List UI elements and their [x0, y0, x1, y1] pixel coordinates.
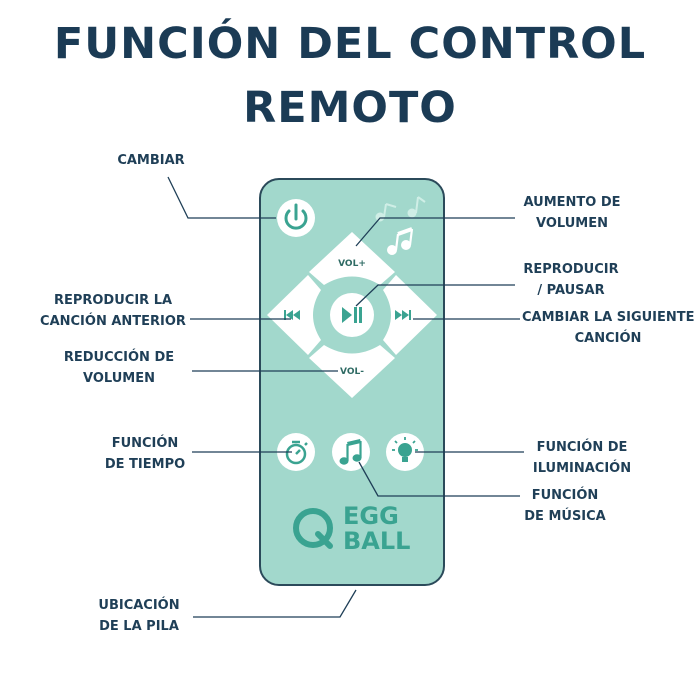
label-reproducir-pausar: REPRODUCIR / PAUSAR: [523, 262, 619, 298]
volume-down-button[interactable]: VOL-: [309, 345, 395, 398]
logo-line-1: EGG: [343, 502, 399, 530]
page-title-line-2: REMOTO: [243, 83, 457, 133]
timer-icon: [285, 440, 308, 465]
timer-button[interactable]: [277, 433, 315, 471]
play-pause-button[interactable]: [330, 293, 374, 337]
page-title-line-1: FUNCIÓN DEL CONTROL: [53, 19, 647, 69]
volume-up-label: VOL+: [338, 259, 366, 269]
eggball-logo: EGG BALL: [343, 504, 423, 554]
label-funcion-tiempo: FUNCIÓN DE TIEMPO: [104, 436, 186, 472]
page-title: FUNCIÓN DEL CONTROL REMOTO: [0, 12, 700, 140]
volume-down-label: VOL-: [340, 367, 364, 377]
power-icon: [284, 203, 308, 230]
label-aumento-volumen: AUMENTO DE VOLUMEN: [523, 195, 621, 231]
label-cancion-anterior: REPRODUCIR LA CANCIÓN ANTERIOR: [40, 293, 186, 329]
label-ubicacion-pila: UBICACIÓN DE LA PILA: [98, 598, 180, 634]
next-track-icon: [395, 310, 411, 320]
light-bulb-icon: [392, 437, 418, 462]
label-funcion-iluminacion: FUNCIÓN DE ILUMINACIÓN: [532, 440, 632, 476]
light-button[interactable]: [386, 433, 424, 471]
previous-track-button[interactable]: [267, 275, 321, 355]
power-button[interactable]: [277, 199, 315, 237]
logo-line-2: BALL: [343, 527, 411, 555]
label-cambiar: CAMBIAR: [117, 153, 185, 168]
label-siguiente-cancion: CAMBIAR LA SIGUIENTE CANCIÓN: [522, 310, 695, 346]
music-note-icon: [339, 439, 362, 465]
label-reduccion-volumen: REDUCCIÓN DE VOLUMEN: [63, 350, 175, 386]
music-button[interactable]: [332, 433, 370, 471]
leader-pila: [193, 589, 357, 618]
play-pause-icon: [342, 307, 362, 323]
volume-up-button[interactable]: VOL+: [309, 232, 395, 285]
previous-track-icon: [284, 310, 300, 320]
label-funcion-musica: FUNCIÓN DE MÚSICA: [524, 488, 606, 524]
